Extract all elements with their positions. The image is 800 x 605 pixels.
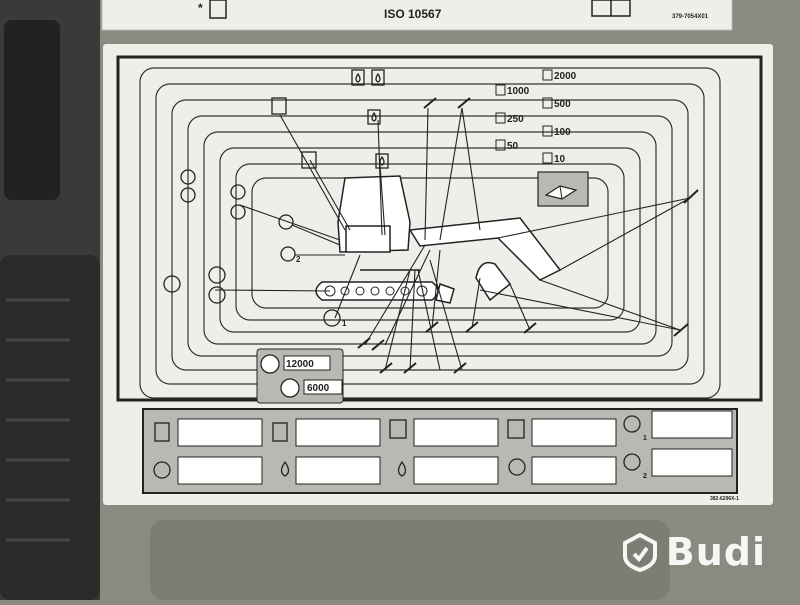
hour-icon-1000 <box>495 84 506 96</box>
hour-icon-500 <box>542 97 553 109</box>
manual-book-icon <box>591 0 631 17</box>
top-sticker-asterisk: * <box>198 1 203 15</box>
point-label-1: 1 <box>342 319 347 328</box>
budi-watermark: Budi <box>620 530 766 574</box>
hour-label-1000: 1000 <box>507 86 530 97</box>
manual-icon <box>537 171 589 207</box>
leader-lines <box>214 107 691 371</box>
excavator-drawing <box>315 175 562 304</box>
top-sticker-standard: ISO 10567 <box>384 7 442 21</box>
lower-panel-recess <box>150 520 670 600</box>
service-point-icons <box>163 69 389 327</box>
hour-label-100: 100 <box>554 127 571 138</box>
chart-part-number: 382-6296X-1 <box>710 496 739 502</box>
table-label-2: 2 <box>643 473 647 480</box>
vent-slats <box>6 298 70 542</box>
hour-icon-100 <box>542 125 553 137</box>
diagram-frame <box>116 55 763 402</box>
point-label-2: 2 <box>296 255 301 264</box>
interval-rings <box>139 67 721 399</box>
coolant-hours: 12000 <box>286 359 314 370</box>
vent-lower <box>0 255 100 600</box>
hour-icon-250 <box>495 112 506 124</box>
hour-label-10: 10 <box>554 154 566 165</box>
hour-icon-10 <box>542 152 553 164</box>
budi-logo-icon <box>622 532 657 572</box>
hour-label-2000: 2000 <box>554 71 577 82</box>
hour-label-250: 250 <box>507 114 524 125</box>
grease-point-icons <box>357 97 699 374</box>
additive-hours: 6000 <box>307 383 330 394</box>
hour-icon-50 <box>495 139 506 151</box>
coolant-interval-box <box>256 348 344 404</box>
lubricant-fields <box>177 410 733 485</box>
top-sticker-box-icon <box>209 0 227 19</box>
hour-label-50: 50 <box>507 141 519 152</box>
lubricant-table <box>142 408 738 494</box>
budi-watermark-text: Budi <box>665 530 766 574</box>
top-sticker <box>101 0 733 31</box>
hour-legend: 2000 1000 500 250 100 50 10 <box>495 69 577 165</box>
top-sticker-part-number: 379-7054X01 <box>672 14 709 20</box>
hour-label-500: 500 <box>554 99 571 110</box>
lubricant-icons <box>153 415 641 479</box>
table-label-1: 1 <box>643 435 647 442</box>
vent-upper <box>4 20 60 200</box>
hour-icon-2000 <box>542 69 553 81</box>
